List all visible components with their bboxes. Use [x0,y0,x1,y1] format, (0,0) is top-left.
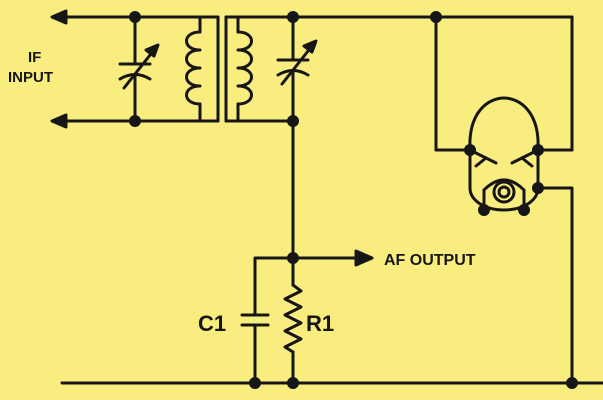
tube-pin-heater-right [518,204,530,216]
tube-pin-left [464,144,476,156]
cathode-return-wire [536,186,574,385]
if-input-label-line2: INPUT [8,69,53,86]
if-input-arrowhead-top [50,9,68,25]
if-input-label-line1: IF [28,49,41,66]
r1-label: R1 [306,311,334,336]
tube-pin-right [532,144,544,156]
junction-dots [129,11,578,389]
transformer-primary-coil [185,15,202,123]
c1-label: C1 [198,311,226,336]
secondary-variable-capacitor [276,15,318,123]
if-input-arrowhead-bottom [50,113,68,129]
c1-top-wire [253,256,295,317]
tube-pin-heater-left [478,204,490,216]
tube-pin-cathode [532,182,544,194]
transformer-secondary-coil [224,15,253,123]
af-output-arrowhead [354,249,374,267]
af-output-label: AF OUTPUT [384,252,476,269]
primary-variable-capacitor [118,15,160,123]
